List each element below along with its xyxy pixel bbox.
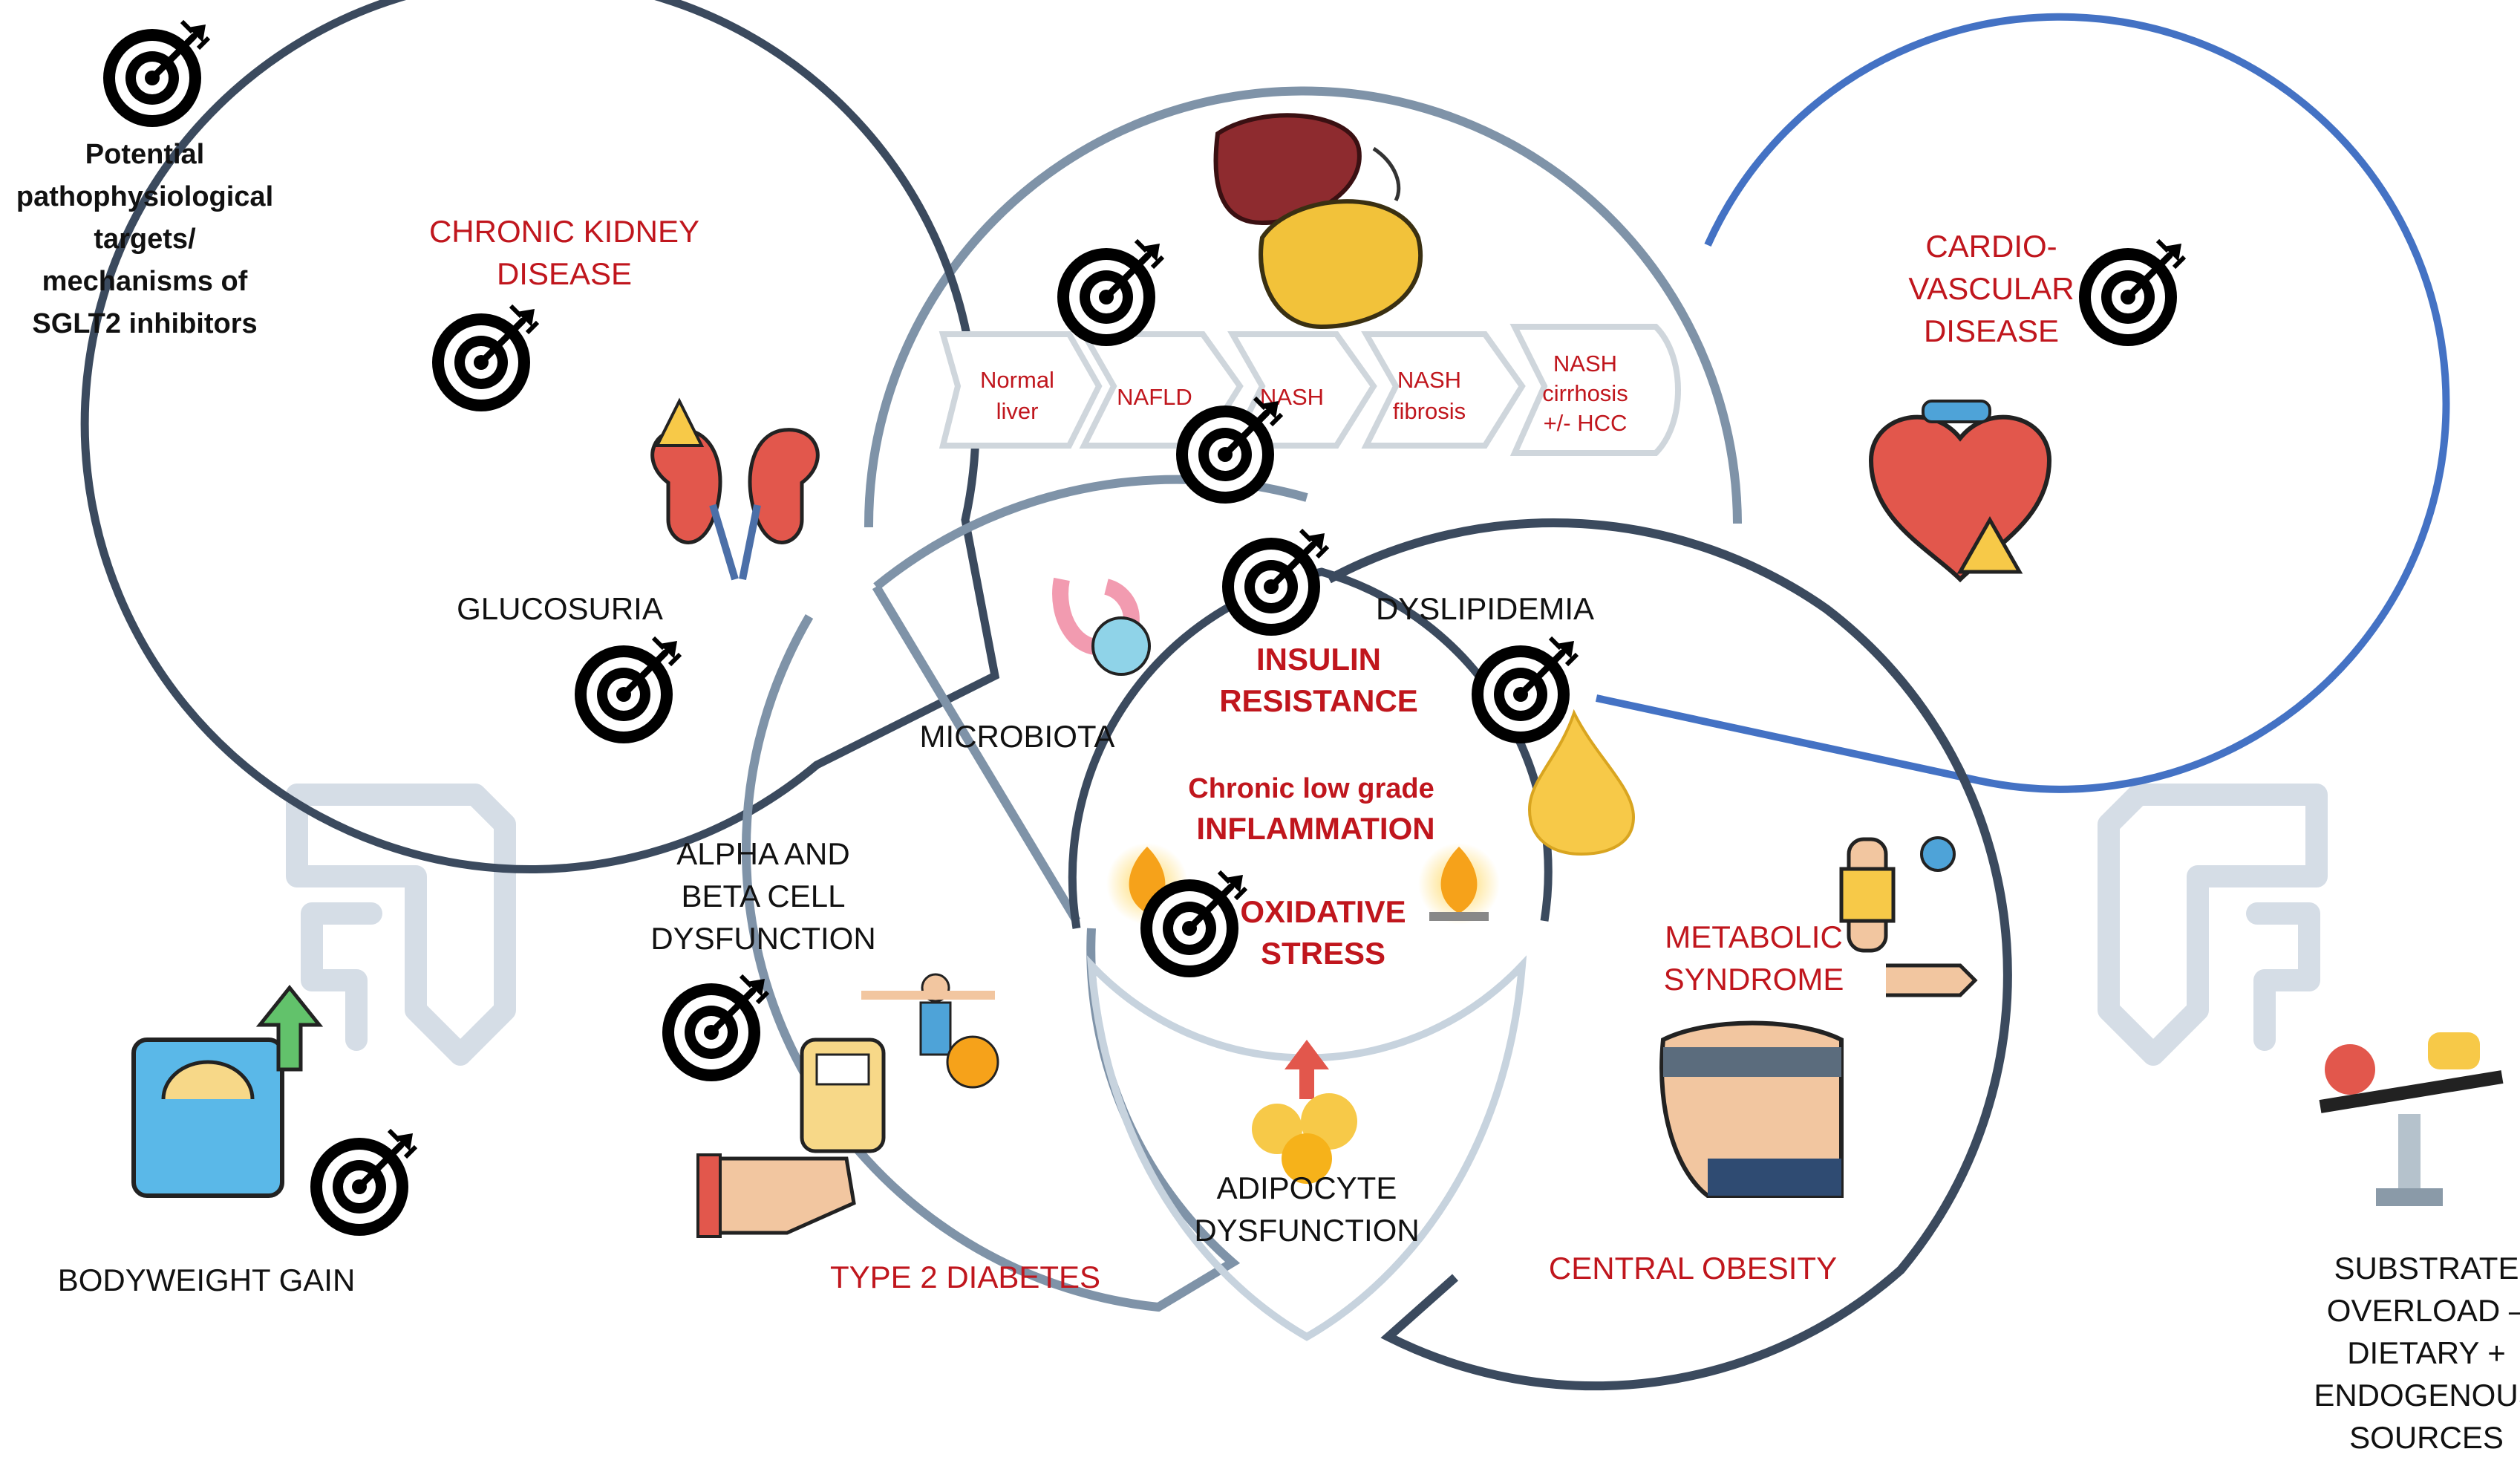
balance-scale-icon [2319,1032,2504,1206]
glucometer-icon [696,1038,886,1238]
cvd-circle [1595,13,2450,793]
ckd-label-line2: DISEASE [497,256,632,291]
liver-target-icon [1057,241,1163,346]
kidney-icon [650,397,820,581]
insulin-resistance-line1: INSULIN [1256,642,1381,677]
cvd-target-icon [2079,241,2184,346]
fire-icon-right [1429,847,1489,921]
step-normal-liver-line1: Normal [980,367,1054,393]
metabolic-syndrome-line2: SYNDROME [1664,962,1844,997]
step-nash-cirrhosis: NASH cirrhosis +/- HCC [1509,324,1681,456]
substrate-line2: OVERLOAD – [2327,1293,2520,1328]
alpha-beta-line1: ALPHA AND [676,836,849,871]
belly-icon [1659,1020,1844,1198]
liver-circle [864,86,1742,528]
step-normal-liver-line2: liver [996,398,1039,424]
step-nash-cirrhosis-line1: NASH [1553,351,1617,377]
step-nash-fibrosis: NASH fibrosis [1361,331,1526,449]
substrate-line5: SOURCES [2349,1420,2504,1455]
legend-line1: Potential [85,139,204,170]
bodyweight-gain-label: BODYWEIGHT GAIN [58,1263,356,1297]
alpha-beta-target-icon [662,976,768,1081]
adipocyte-line2: DYSFUNCTION [1194,1213,1419,1248]
ckd-label-line1: CHRONIC KIDNEY [429,214,699,249]
left-chevrons [286,784,516,1066]
legend-text: Potential pathophysiological targets/ me… [16,139,273,339]
liver-progression: Normal liver NAFLD NASH NASH fibrosis NA… [939,324,1681,456]
central-obesity-label: CENTRAL OBESITY [1549,1251,1837,1286]
step-nash-cirrhosis-line2: cirrhosis [1542,380,1628,406]
bodyweight-target-icon [310,1130,416,1236]
ckd-circle [80,0,1000,873]
step-nafld-label: NAFLD [1117,384,1192,410]
alpha-beta-line3: DYSFUNCTION [650,921,875,956]
heart-icon [1868,400,2052,583]
oxidative-stress-line2: STRESS [1261,936,1385,971]
step-nash-fibrosis-line2: fibrosis [1393,398,1466,424]
blood-pressure-icon [1839,836,1978,997]
insulin-resistance-line2: RESISTANCE [1219,683,1418,718]
step-nash-fibrosis-line1: NASH [1397,367,1461,393]
dyslipidemia-target-icon [1472,638,1577,743]
oxidative-stress-line1: OXIDATIVE [1240,894,1406,929]
cvd-label-line1: CARDIO- [1925,229,2057,264]
legend-target-icon [103,22,209,127]
type2-diabetes-label: TYPE 2 DIABETES [830,1260,1100,1294]
adipocyte-icon [1252,1040,1357,1184]
legend-line2: pathophysiological [16,181,273,212]
scale-icon [131,984,324,1198]
lipid-drop-icon [1527,709,1636,856]
right-chevrons [2098,784,2328,1066]
glucosuria-target-icon [575,638,680,743]
legend-line5: SGLT2 inhibitors [32,308,257,339]
cvd-label-line3: DISEASE [1924,313,2059,348]
substrate-line1: SUBSTRATE [2334,1251,2519,1286]
adipocyte-line1: ADIPOCYTE [1217,1170,1397,1205]
step-nash-cirrhosis-line3: +/- HCC [1544,410,1628,436]
step-normal-liver: Normal liver [939,331,1103,449]
substrate-line4: ENDOGENOUS [2314,1378,2520,1413]
step-nash: NASH [1227,331,1377,449]
adipocyte-lens [1086,955,1527,1341]
dyslipidemia-label: DYSLIPIDEMIA [1376,591,1594,626]
gut-icon [1052,577,1151,676]
inflammation-circle [1068,567,1553,929]
microbiota-label: MICROBIOTA [920,719,1115,754]
ckd-target-icon [432,306,538,411]
substrate-line3: DIETARY + [2347,1335,2506,1370]
legend-line4: mechanisms of [42,266,248,297]
inflammation-line1: Chronic low grade [1188,773,1434,804]
alpha-beta-line2: BETA CELL [682,879,846,913]
glucosuria-label: GLUCOSURIA [457,591,663,626]
liver-icon [1213,113,1423,330]
inflammation-line2: INFLAMMATION [1196,811,1434,846]
metabolic-syndrome-line1: METABOLIC [1665,919,1843,954]
legend-line3: targets/ [94,224,196,255]
insulin-resistance-target-icon [1222,530,1328,636]
pancreas-person-icon [861,973,999,1089]
cvd-label-line2: VASCULAR [1908,271,2074,306]
metabolic-circle [1327,518,2012,1391]
